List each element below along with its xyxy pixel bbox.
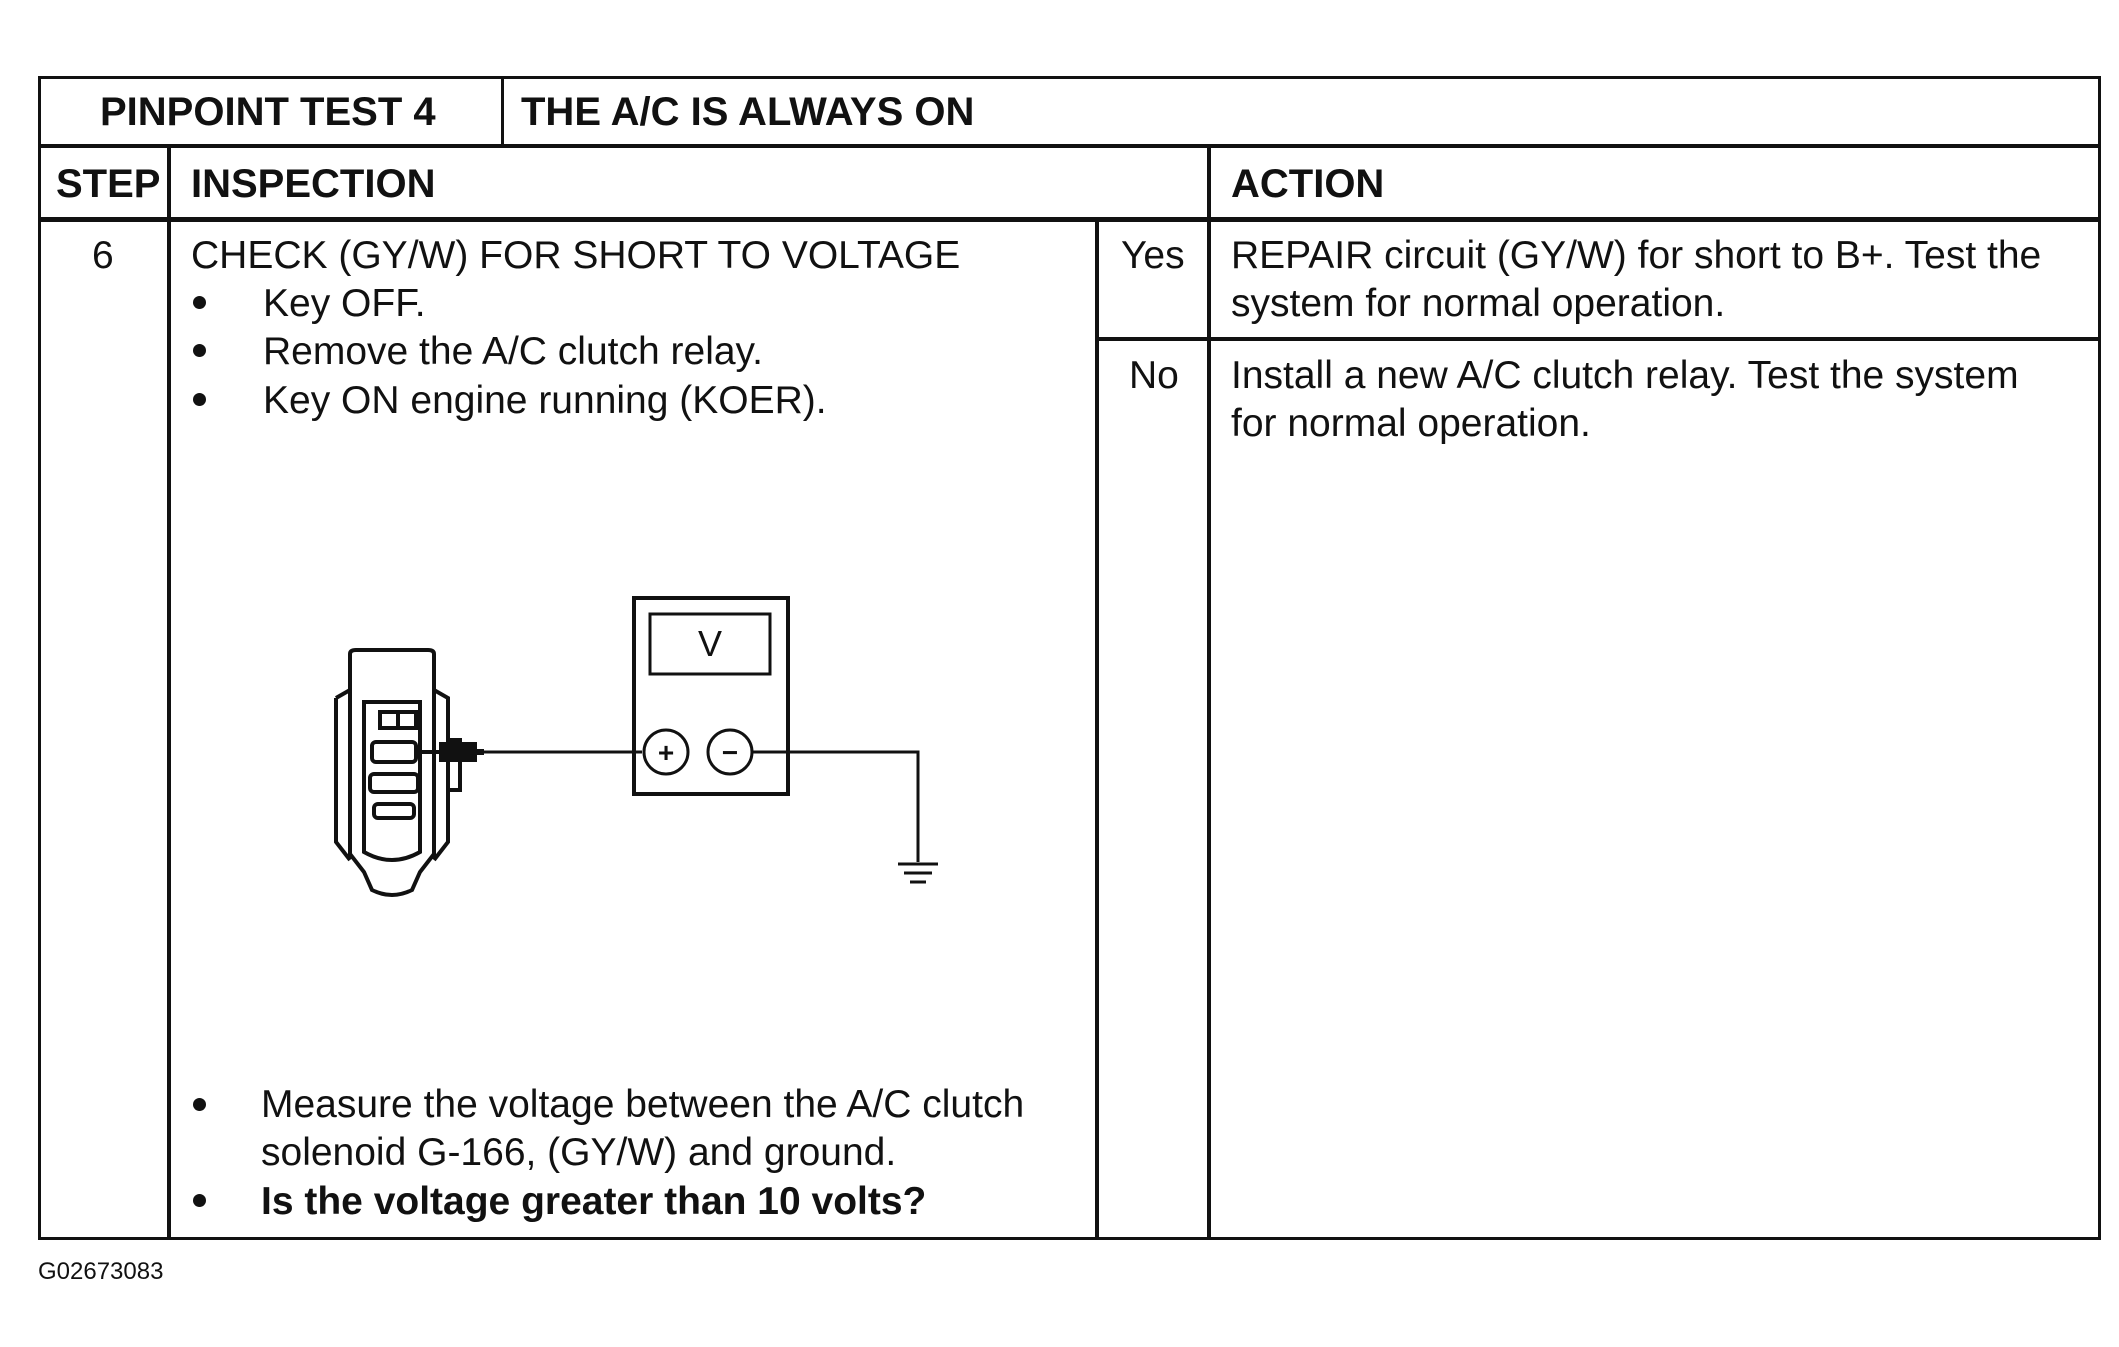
- bullet-dot: [193, 393, 206, 406]
- inspection-question: Is the voltage greater than 10 volts?: [261, 1180, 927, 1223]
- negative-terminal-symbol: −: [722, 737, 738, 768]
- table-border-right: [2098, 76, 2101, 1240]
- bullet-dot: [193, 1098, 206, 1111]
- action-no-line1: Install a new A/C clutch relay. Test the…: [1231, 354, 2019, 397]
- answer-yes-label: Yes: [1121, 234, 1185, 277]
- yes-no-divider: [1095, 337, 2101, 341]
- inspection-title: CHECK (GY/W) FOR SHORT TO VOLTAGE: [191, 234, 961, 277]
- probe-icon: [416, 742, 484, 762]
- answer-col-divider: [1095, 219, 1099, 1240]
- inspection-bullet: Key OFF.: [263, 282, 426, 325]
- page-title: THE A/C IS ALWAYS ON: [521, 90, 975, 134]
- bullet-dot: [193, 1194, 206, 1207]
- action-yes-line2: system for normal operation.: [1231, 282, 1726, 325]
- action-col-divider: [1207, 146, 1211, 1240]
- action-no-line2: for normal operation.: [1231, 402, 1591, 445]
- inspection-bullet-continued: solenoid G-166, (GY/W) and ground.: [261, 1131, 897, 1174]
- ground-icon: [898, 862, 938, 884]
- negative-lead-wire: [752, 750, 920, 862]
- title-divider: [501, 76, 504, 146]
- table-border-top: [38, 76, 2101, 79]
- column-header-action: ACTION: [1231, 162, 1385, 206]
- inspection-bullet: Measure the voltage between the A/C clut…: [261, 1083, 1025, 1126]
- figure-id: G02673083: [38, 1258, 164, 1285]
- inspection-bullet: Remove the A/C clutch relay.: [263, 330, 763, 373]
- action-yes-line1: REPAIR circuit (GY/W) for short to B+. T…: [1231, 234, 2042, 277]
- column-header-inspection: INSPECTION: [191, 162, 436, 206]
- positive-terminal-symbol: +: [658, 737, 674, 768]
- inspection-bullet: Key ON engine running (KOER).: [263, 379, 827, 422]
- connector-icon: [334, 648, 462, 897]
- table-border-left: [38, 76, 41, 1240]
- bullet-dot: [193, 344, 206, 357]
- voltage-test-diagram: V + −: [320, 590, 980, 920]
- header-row-line: [38, 144, 2101, 148]
- column-header-step: STEP: [56, 162, 161, 206]
- pinpoint-test-label: PINPOINT TEST 4: [100, 90, 436, 134]
- bullet-dot: [193, 296, 206, 309]
- answer-no-label: No: [1129, 354, 1179, 397]
- step-col-divider: [167, 146, 171, 1240]
- step-number: 6: [92, 234, 114, 277]
- header-row-bottom-line: [38, 217, 2101, 222]
- meter-display-label: V: [698, 623, 722, 664]
- table-border-bottom: [38, 1237, 2101, 1240]
